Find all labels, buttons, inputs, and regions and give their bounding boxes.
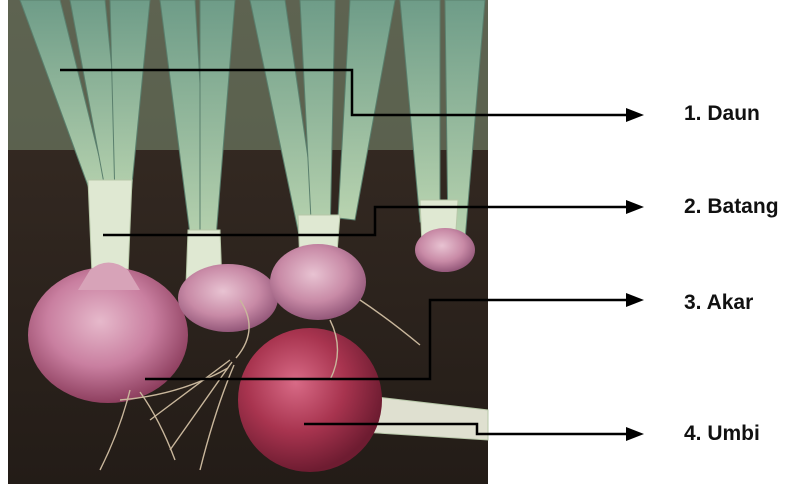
arrowhead-akar (626, 293, 644, 307)
label-daun: 1. Daun (684, 102, 760, 126)
bulb-back (270, 244, 366, 320)
bulb-middle (178, 264, 278, 332)
arrowhead-daun (626, 108, 644, 122)
arrowhead-batang (626, 200, 644, 214)
label-batang: 2. Batang (684, 195, 779, 219)
onion-photo (8, 0, 488, 484)
arrowheads (626, 108, 644, 441)
bulb-front (238, 328, 382, 472)
bulb-far (415, 228, 475, 272)
label-akar: 3. Akar (684, 291, 753, 315)
label-umbi: 4. Umbi (684, 422, 760, 446)
arrowhead-umbi (626, 427, 644, 441)
